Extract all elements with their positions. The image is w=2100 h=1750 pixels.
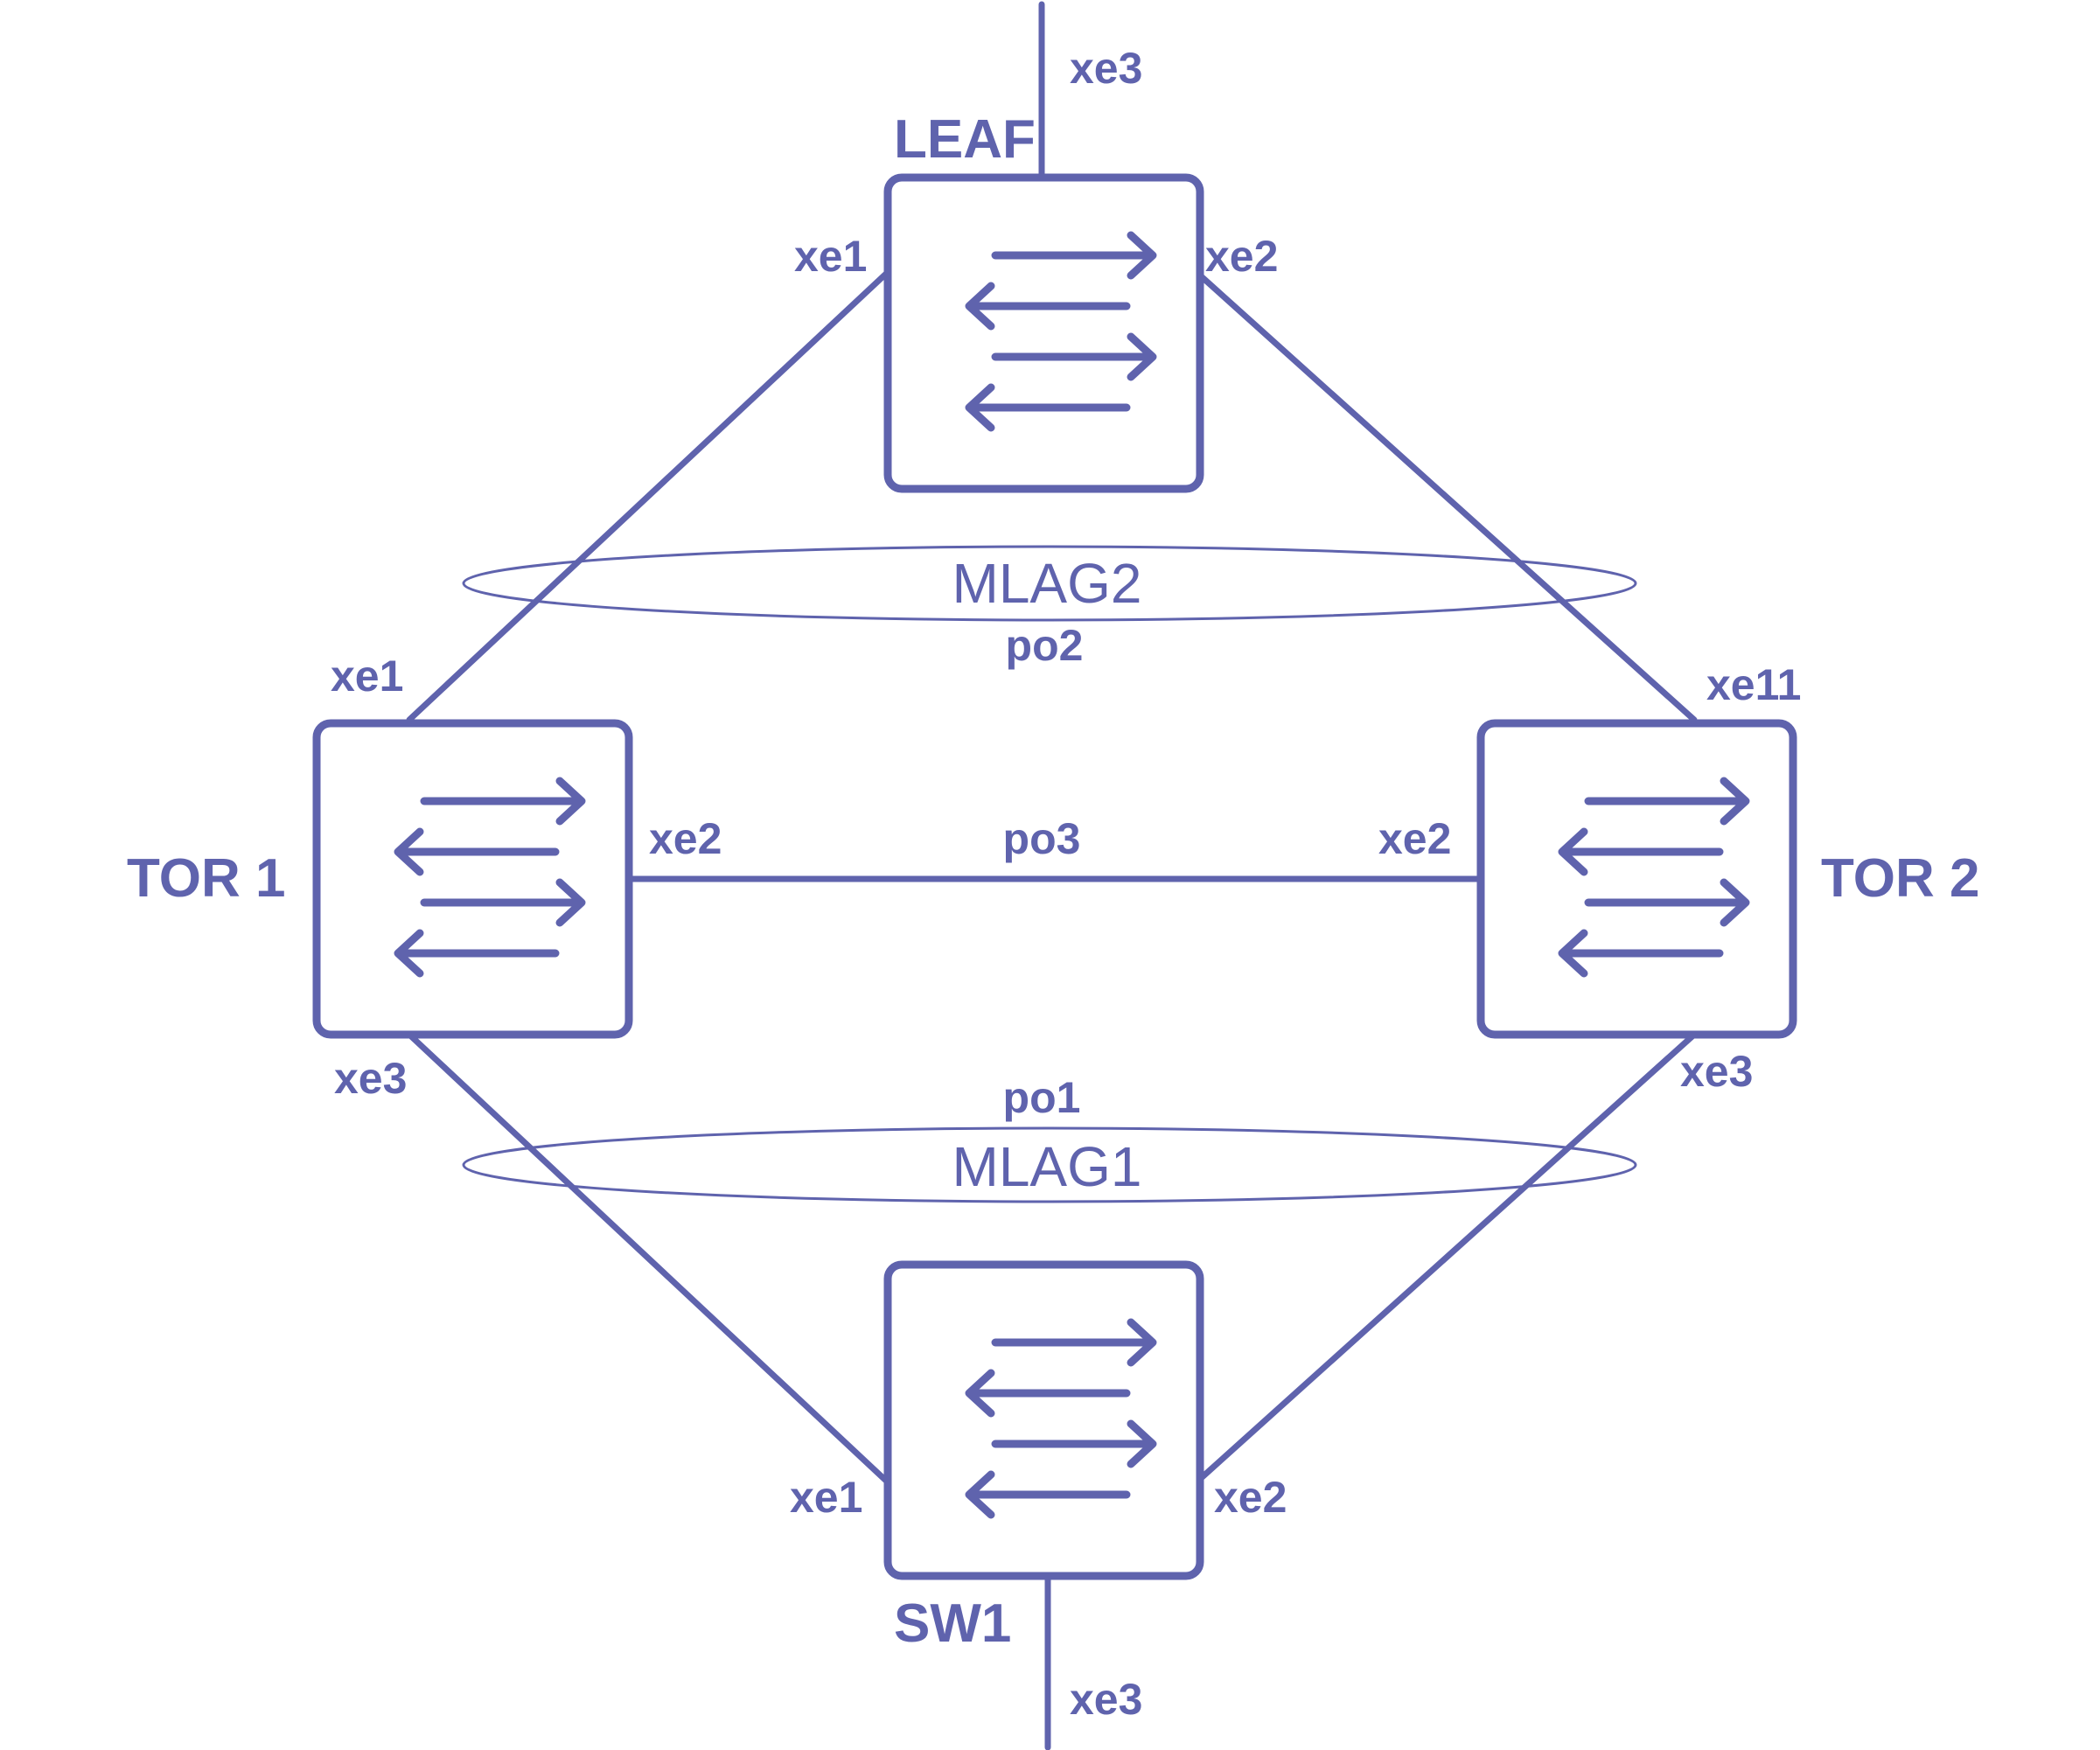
tor2-port-up-label: xe11	[1706, 660, 1801, 709]
leaf-port-up-label: xe3	[1070, 44, 1142, 93]
tor1-port-right-label: xe2	[649, 814, 722, 863]
mlag2-label: MLAG2	[952, 552, 1142, 615]
leaf-tor2-link	[1195, 270, 1698, 723]
leaf-port-left-label: xe1	[794, 232, 867, 281]
tor2-port-down-label: xe3	[1680, 1047, 1753, 1096]
tor2-switch[interactable]	[1476, 719, 1797, 1039]
tor2-sw1-link	[1195, 1031, 1698, 1484]
tor1-port-up-label: xe1	[331, 652, 403, 701]
mlag1-label: MLAG1	[952, 1135, 1142, 1198]
po1-label: po1	[1003, 1073, 1081, 1122]
sw1-switch-box[interactable]	[883, 1260, 1204, 1580]
po2-label: po2	[1006, 621, 1084, 670]
tor1-label: TOR 1	[127, 848, 285, 909]
leaf-switch[interactable]	[883, 173, 1204, 493]
mlag1-ring	[462, 1126, 1637, 1203]
leaf-port-right-label: xe2	[1205, 232, 1278, 281]
sw1-port-down-label: xe3	[1070, 1675, 1142, 1724]
sw1-label: SW1	[894, 1593, 1011, 1654]
sw1-port-right-label: xe2	[1214, 1473, 1287, 1522]
po3-label: po3	[1003, 814, 1081, 863]
leaf-tor1-link	[406, 270, 890, 723]
tor2-label: TOR 2	[1821, 848, 1979, 909]
leaf-switch-box[interactable]	[883, 173, 1204, 493]
tor1-switch-box[interactable]	[312, 719, 633, 1039]
tor1-port-down-label: xe3	[334, 1054, 407, 1103]
tor2-switch-box[interactable]	[1476, 719, 1797, 1039]
tor1-switch[interactable]	[312, 719, 633, 1039]
tor2-port-left-label: xe2	[1378, 814, 1451, 863]
sw1-port-left-label: xe1	[790, 1473, 862, 1522]
leaf-label: LEAF	[894, 109, 1036, 170]
links	[406, 1, 1698, 1750]
mlag2-ring	[462, 545, 1637, 622]
tor1-sw1-link	[406, 1031, 890, 1484]
sw1-switch[interactable]	[883, 1260, 1204, 1580]
